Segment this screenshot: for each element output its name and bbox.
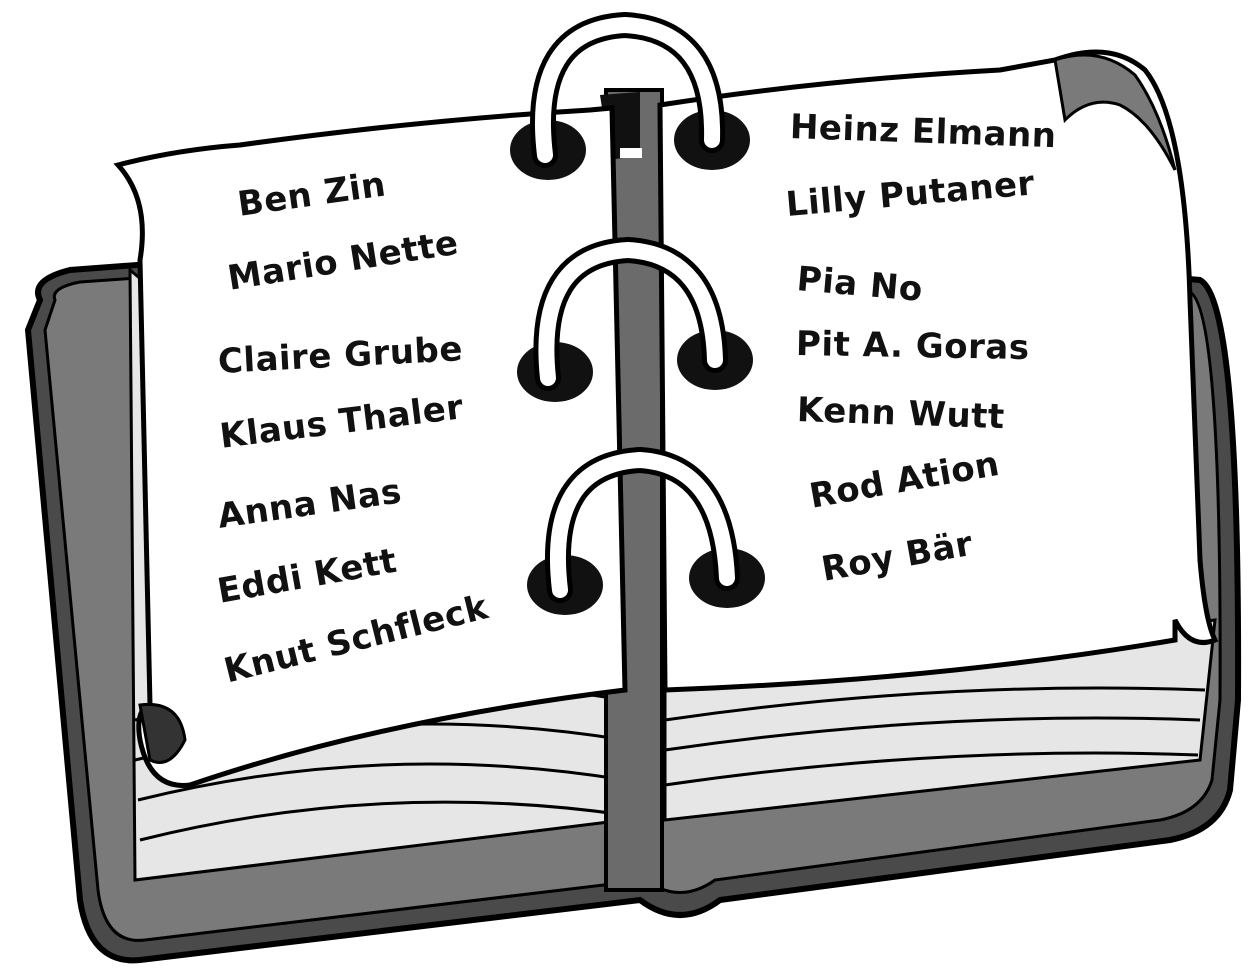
right-name-4: Pit A. Goras	[795, 324, 1030, 369]
right-name-1: Heinz Elmann	[789, 107, 1058, 157]
right-name-5: Kenn Wutt	[796, 390, 1006, 438]
binder-rings	[529, 11, 740, 603]
left-page	[113, 105, 628, 788]
right-page	[657, 49, 1219, 693]
right-name-3: Pia No	[795, 259, 925, 310]
